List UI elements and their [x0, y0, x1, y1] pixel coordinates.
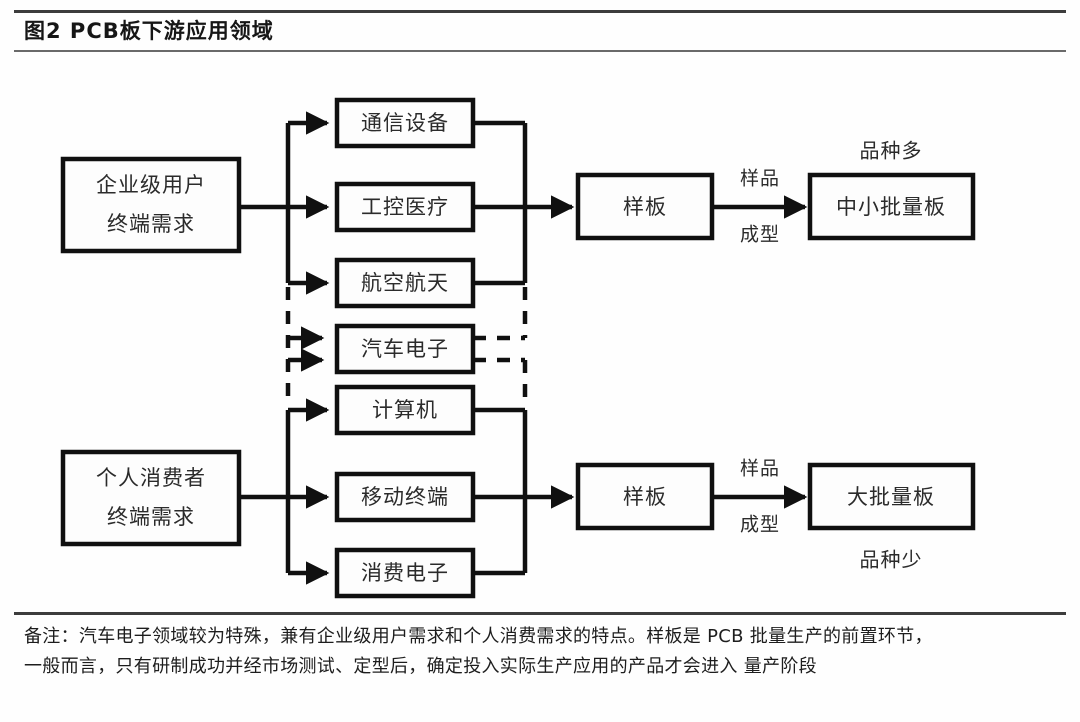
- node-consumer-demand[interactable]: 个人消费者 终端需求: [60, 449, 242, 547]
- node-app-computer[interactable]: 计算机: [334, 384, 476, 436]
- node-app-industrial[interactable]: 工控医疗: [334, 181, 476, 233]
- footnote-line-1: 备注：汽车电子领域较为特殊，兼有企业级用户需求和个人消费需求的特点。样板是 PC…: [24, 626, 933, 647]
- node-sample-bottom-label: 样板: [623, 485, 667, 509]
- node-app-comm-label: 通信设备: [361, 111, 449, 135]
- node-sample-top-label: 样板: [623, 195, 667, 219]
- node-large-batch-label: 大批量板: [847, 485, 935, 509]
- node-app-mobile[interactable]: 移动终端: [334, 471, 476, 523]
- node-consumer-demand-line2: 终端需求: [107, 505, 195, 529]
- node-app-consumer-elec-label: 消费电子: [361, 561, 449, 585]
- annotation-small-batch: 品种多: [860, 139, 923, 163]
- connector-auto-dashed-left: [285, 287, 325, 407]
- edge-label-bottom: 样品 成型: [740, 458, 780, 536]
- node-app-industrial-label: 工控医疗: [361, 195, 449, 219]
- connector-auto-dashed-right: [473, 287, 528, 407]
- node-small-batch[interactable]: 中小批量板: [807, 172, 976, 241]
- connector-enterprise-collector: [473, 120, 575, 286]
- node-consumer-demand-line1: 个人消费者: [96, 466, 206, 490]
- node-enterprise-demand[interactable]: 企业级用户 终端需求: [60, 156, 242, 254]
- footnote: 备注：汽车电子领域较为特殊，兼有企业级用户需求和个人消费需求的特点。样板是 PC…: [24, 622, 1060, 682]
- connector-enterprise-trunk: [239, 111, 330, 295]
- node-app-aero[interactable]: 航空航天: [334, 257, 476, 309]
- annotation-large-batch: 品种少: [860, 548, 923, 572]
- node-app-aero-label: 航空航天: [361, 271, 449, 295]
- edge-label-bottom-line1: 样品: [740, 458, 780, 480]
- node-enterprise-demand-line2: 终端需求: [107, 212, 195, 236]
- connector-consumer-collector: [473, 407, 575, 576]
- footnote-line-2: 一般而言，只有研制成功并经市场测试、定型后，确定投入实际生产应用的产品才会进入 …: [24, 656, 817, 677]
- header-rule-bottom: [14, 50, 1066, 52]
- node-small-batch-label: 中小批量板: [836, 195, 946, 219]
- node-app-mobile-label: 移动终端: [361, 485, 449, 509]
- connector-consumer-trunk: [239, 398, 330, 585]
- node-app-consumer-elec[interactable]: 消费电子: [334, 547, 476, 599]
- node-app-auto[interactable]: 汽车电子: [334, 323, 476, 375]
- edge-label-top-line2: 成型: [740, 224, 780, 246]
- footnote-rule: [14, 612, 1066, 615]
- edge-label-top-line1: 样品: [740, 168, 780, 190]
- flowchart-canvas: 企业级用户 终端需求 个人消费者 终端需求 通信设备 工控医疗 航空航天: [0, 55, 1080, 610]
- node-app-computer-label: 计算机: [372, 398, 438, 422]
- node-app-auto-label: 汽车电子: [361, 337, 449, 361]
- node-app-comm[interactable]: 通信设备: [334, 97, 476, 149]
- edge-label-top: 样品 成型: [740, 168, 780, 246]
- node-enterprise-demand-line1: 企业级用户: [96, 173, 206, 197]
- page-title: 图2 PCB板下游应用领域: [24, 19, 274, 43]
- header-rule-top: [14, 10, 1066, 13]
- edge-label-bottom-line2: 成型: [740, 514, 780, 536]
- node-sample-bottom[interactable]: 样板: [575, 462, 715, 531]
- node-sample-top[interactable]: 样板: [575, 172, 715, 241]
- node-large-batch[interactable]: 大批量板: [807, 462, 976, 531]
